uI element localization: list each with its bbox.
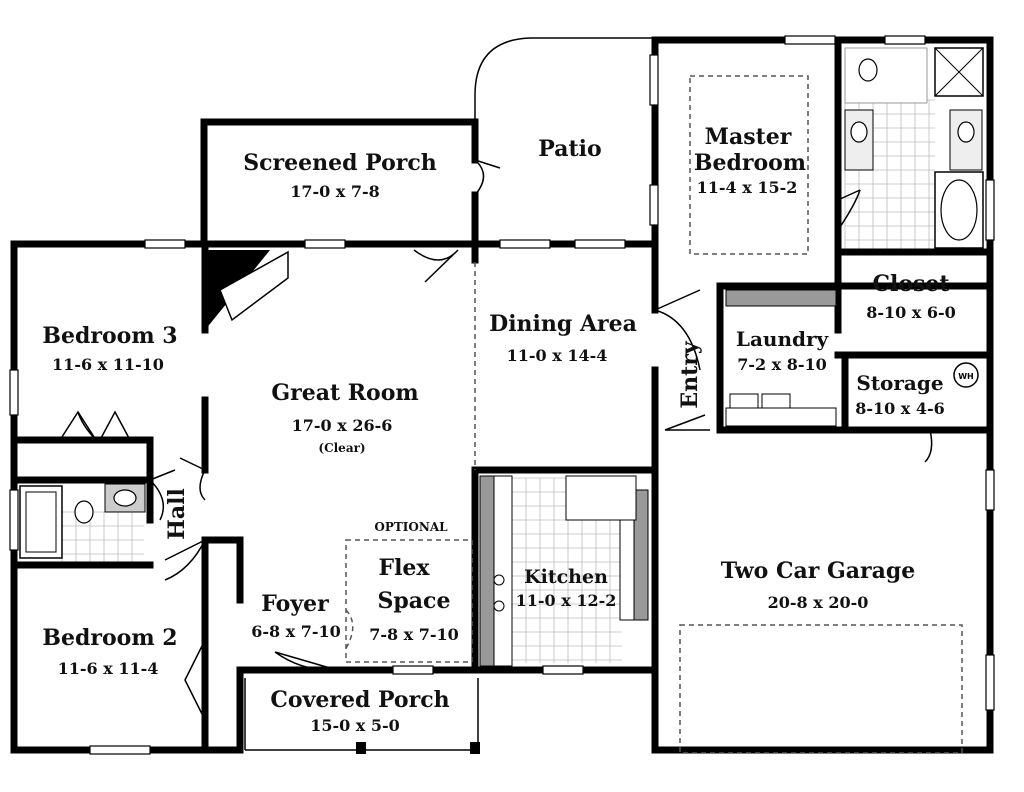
covered-porch-outline	[244, 678, 480, 754]
hall-name: Hall	[164, 488, 190, 540]
covered-porch-name: Covered Porch	[270, 687, 449, 713]
garage-dim: 20-8 x 20-0	[768, 593, 869, 612]
great-room-dim: 17-0 x 26-6	[292, 416, 393, 435]
laundry-counter	[725, 289, 837, 427]
master-bedroom-dim: 11-4 x 15-2	[697, 178, 798, 197]
kitchen-dim: 11-0 x 12-2	[516, 591, 617, 610]
laundry-name: Laundry	[736, 327, 830, 351]
bedroom2-name: Bedroom 2	[42, 625, 177, 651]
master-bedroom-name-2: Bedroom	[694, 150, 806, 176]
water-heater: WH	[953, 362, 979, 388]
storage-name: Storage	[856, 371, 943, 395]
laundry-dim: 7-2 x 8-10	[737, 355, 827, 374]
patio-name: Patio	[538, 136, 601, 162]
storage-dim: 8-10 x 4-6	[855, 399, 945, 418]
entry-name: Entry	[677, 340, 703, 409]
covered-porch-dim: 15-0 x 5-0	[310, 716, 400, 735]
great-room-note: (Clear)	[318, 441, 365, 455]
screened-porch-dim: 17-0 x 7-8	[290, 182, 380, 201]
garage-name: Two Car Garage	[721, 558, 916, 584]
kitchen-counters	[479, 475, 649, 667]
windows	[9, 35, 995, 755]
flex-space-name-1: Flex	[378, 555, 430, 581]
bath-fixtures	[19, 483, 146, 559]
interior-walls	[10, 36, 994, 754]
dashed-lines	[345, 75, 963, 754]
dining-area-name: Dining Area	[489, 311, 637, 337]
foyer-dim: 6-8 x 7-10	[251, 622, 341, 641]
closet-name: Closet	[872, 271, 950, 297]
water-heater-label: WH	[958, 372, 974, 381]
bedroom3-dim: 11-6 x 11-10	[52, 355, 164, 374]
screened-porch-name: Screened Porch	[243, 150, 437, 176]
bedroom2-dim: 11-6 x 11-4	[58, 659, 159, 678]
kitchen-name: Kitchen	[524, 566, 608, 588]
doors	[59, 159, 966, 721]
foyer-name: Foyer	[261, 591, 329, 617]
closet-dim: 8-10 x 6-0	[866, 303, 956, 322]
great-room-name: Great Room	[271, 380, 418, 406]
master-bath-fixtures	[844, 47, 984, 249]
master-bedroom-name-1: Master	[705, 124, 792, 150]
bedroom3-name: Bedroom 3	[42, 323, 177, 349]
room-labels: Screened Porch 17-0 x 7-8 Patio Master B…	[42, 124, 955, 735]
patio-outline	[474, 37, 655, 122]
flex-space-tag: OPTIONAL	[374, 520, 448, 534]
fireplace	[205, 250, 289, 330]
dining-area-dim: 11-0 x 14-4	[507, 346, 608, 365]
flex-space-dim: 7-8 x 7-10	[369, 625, 459, 644]
flex-space-name-2: Space	[378, 588, 451, 614]
